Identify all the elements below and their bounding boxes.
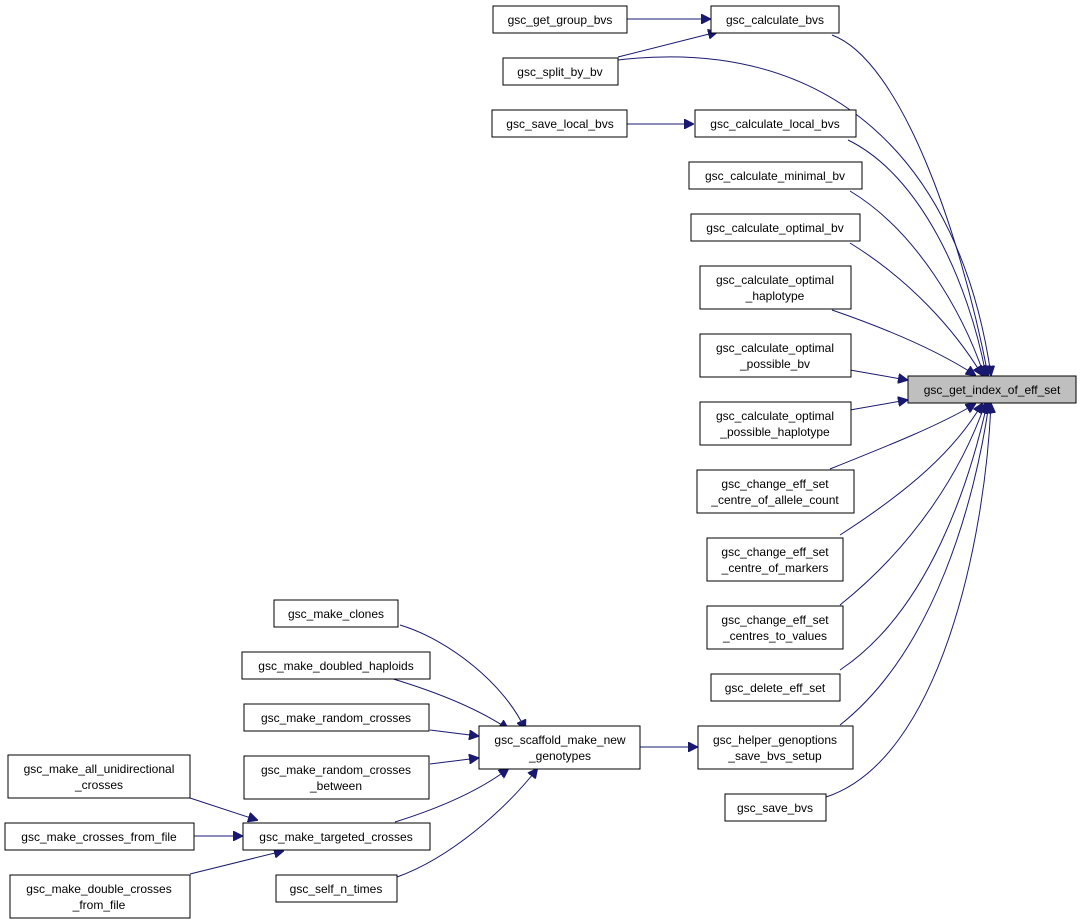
node-label: gsc_self_n_times <box>290 882 383 896</box>
node-gsc-change-eff-set-centres-to-values[interactable]: gsc_change_eff_set _centres_to_values <box>706 605 844 650</box>
node-gsc-helper-genoptions-save-bvs-setup[interactable]: gsc_helper_genoptions _save_bvs_setup <box>697 725 854 770</box>
node-label: gsc_calculate_optimal <box>716 409 834 423</box>
node-label: _centre_of_allele_count <box>710 493 839 507</box>
node-label: gsc_delete_eff_set <box>725 681 826 695</box>
edge-change-centres-to-values-to-get-index <box>839 404 985 606</box>
edge-make-random-crosses-between-to-scaffold <box>429 758 478 765</box>
edge-make-double-crosses-to-targeted <box>189 851 283 875</box>
node-label: _between <box>309 779 362 793</box>
node-label: gsc_change_eff_set <box>721 613 829 627</box>
node-label: gsc_change_eff_set <box>721 477 829 491</box>
node-label: gsc_calculate_minimal_bv <box>705 169 845 183</box>
node-label: _save_bvs_setup <box>727 749 822 763</box>
node-label: gsc_scaffold_make_new <box>494 733 626 747</box>
edge-calculate-minimal-bv-to-get-index <box>849 190 984 375</box>
node-label: gsc_calculate_local_bvs <box>710 117 839 131</box>
node-label: _centre_of_markers <box>721 561 829 575</box>
node-label: _from_file <box>72 898 126 912</box>
node-gsc-scaffold-make-new-genotypes[interactable]: gsc_scaffold_make_new _genotypes <box>478 725 641 770</box>
node-gsc-change-eff-set-centre-of-allele-count[interactable]: gsc_change_eff_set _centre_of_allele_cou… <box>696 469 855 514</box>
node-gsc-split-by-bv[interactable]: gsc_split_by_bv <box>502 57 619 86</box>
node-gsc-calculate-optimal-possible-haplotype[interactable]: gsc_calculate_optimal _possible_haplotyp… <box>699 401 852 446</box>
node-label: gsc_make_random_crosses <box>261 711 411 725</box>
node-gsc-save-local-bvs[interactable]: gsc_save_local_bvs <box>491 109 628 138</box>
edge-change-centre-of-markers-to-get-index <box>839 404 982 536</box>
edge-split-by-bv-to-get-index <box>617 56 991 375</box>
node-label: gsc_save_bvs <box>737 801 813 815</box>
node-label: gsc_change_eff_set <box>721 545 829 559</box>
node-gsc-make-doubled-haploids[interactable]: gsc_make_doubled_haploids <box>241 651 431 680</box>
node-gsc-calculate-optimal-bv[interactable]: gsc_calculate_optimal_bv <box>690 213 861 242</box>
node-gsc-change-eff-set-centre-of-markers[interactable]: gsc_change_eff_set _centre_of_markers <box>706 537 844 582</box>
node-label: gsc_calculate_bvs <box>726 13 824 27</box>
node-gsc-get-index-of-eff-set[interactable]: gsc_get_index_of_eff_set <box>907 375 1077 404</box>
edge-save-bvs-to-get-index <box>825 404 991 798</box>
node-label: gsc_make_crosses_from_file <box>21 830 177 844</box>
node-label: gsc_make_all_unidirectional <box>24 762 175 776</box>
edge-change-centre-of-allele-count-to-get-index <box>829 404 975 470</box>
node-gsc-make-random-crosses[interactable]: gsc_make_random_crosses <box>243 703 430 732</box>
node-label: _haplotype <box>745 289 805 303</box>
node-label: _crosses <box>74 778 123 792</box>
node-gsc-make-clones[interactable]: gsc_make_clones <box>273 599 399 628</box>
nodes: gsc_get_group_bvs gsc_split_by_bv gsc_sa… <box>4 5 1077 919</box>
edge-helper-genoptions-to-get-index <box>839 404 989 726</box>
edge-delete-eff-set-to-get-index <box>839 404 987 671</box>
node-label: _genotypes <box>528 749 591 763</box>
node-gsc-make-all-unidirectional-crosses[interactable]: gsc_make_all_unidirectional _crosses <box>7 754 191 799</box>
node-label: gsc_make_double_crosses <box>26 882 171 896</box>
node-gsc-make-double-crosses-from-file[interactable]: gsc_make_double_crosses _from_file <box>9 874 191 919</box>
node-label: gsc_calculate_optimal_bv <box>706 221 843 235</box>
edge-calculate-local-bvs-to-get-index <box>847 139 986 375</box>
node-label: _possible_bv <box>739 357 810 371</box>
edge-calculate-optimal-bv-to-get-index <box>849 242 982 375</box>
node-label: _centres_to_values <box>722 629 827 643</box>
edge-make-targeted-crosses-to-scaffold <box>394 769 508 823</box>
node-label: gsc_calculate_optimal <box>716 341 834 355</box>
edge-calculate-optimal-possible-bv-to-get-index <box>849 369 907 380</box>
node-gsc-make-crosses-from-file[interactable]: gsc_make_crosses_from_file <box>4 822 195 851</box>
edge-calculate-optimal-haplotype-to-get-index <box>831 309 975 375</box>
node-gsc-calculate-optimal-haplotype[interactable]: gsc_calculate_optimal _haplotype <box>699 265 852 310</box>
node-label: gsc_get_group_bvs <box>508 13 613 27</box>
node-gsc-calculate-bvs[interactable]: gsc_calculate_bvs <box>710 5 840 34</box>
node-gsc-make-targeted-crosses[interactable]: gsc_make_targeted_crosses <box>242 822 431 851</box>
node-label: gsc_split_by_bv <box>517 65 602 79</box>
edge-make-doubled-haploids-to-scaffold <box>389 677 508 729</box>
node-gsc-make-random-crosses-between[interactable]: gsc_make_random_crosses _between <box>243 755 430 800</box>
node-label: gsc_get_index_of_eff_set <box>924 383 1061 397</box>
node-label: gsc_helper_genoptions <box>713 733 837 747</box>
node-gsc-calculate-optimal-possible-bv[interactable]: gsc_calculate_optimal _possible_bv <box>699 333 852 378</box>
edge-calculate-optimal-possible-haplotype-to-get-index <box>849 400 907 411</box>
node-label: gsc_save_local_bvs <box>506 117 613 131</box>
node-label: gsc_make_targeted_crosses <box>259 830 412 844</box>
node-gsc-calculate-local-bvs[interactable]: gsc_calculate_local_bvs <box>694 109 857 138</box>
node-gsc-calculate-minimal-bv[interactable]: gsc_calculate_minimal_bv <box>688 161 863 190</box>
edge-self-n-times-to-scaffold <box>396 769 537 878</box>
edge-make-clones-to-scaffold <box>399 624 525 729</box>
edge-calculate-bvs-to-get-index <box>831 34 988 375</box>
node-label: gsc_make_clones <box>288 607 384 621</box>
node-label: gsc_make_random_crosses <box>261 763 411 777</box>
edge-split-by-bv-to-calculate-bvs <box>617 32 717 58</box>
edges <box>189 19 991 878</box>
node-gsc-get-group-bvs[interactable]: gsc_get_group_bvs <box>492 5 628 34</box>
node-gsc-save-bvs[interactable]: gsc_save_bvs <box>724 793 827 822</box>
node-label: gsc_make_doubled_haploids <box>258 659 413 673</box>
node-gsc-self-n-times[interactable]: gsc_self_n_times <box>275 874 398 903</box>
node-label: gsc_calculate_optimal <box>716 273 834 287</box>
node-gsc-delete-eff-set[interactable]: gsc_delete_eff_set <box>710 673 841 702</box>
node-label: _possible_haplotype <box>719 425 830 439</box>
edge-make-random-crosses-to-scaffold <box>429 729 478 736</box>
edge-make-all-unidirectional-to-targeted <box>189 797 257 820</box>
